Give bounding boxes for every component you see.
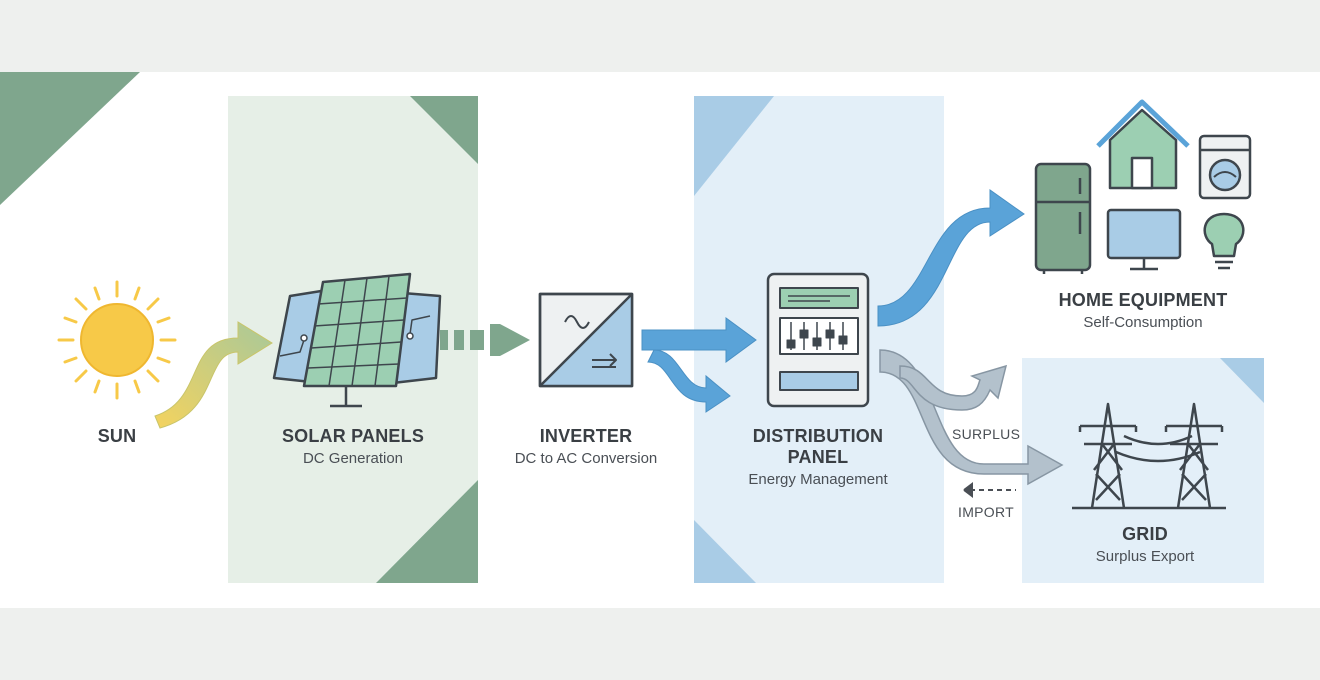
power-tower-icon — [1072, 402, 1226, 510]
grid-subtitle: Surplus Export — [1095, 548, 1195, 565]
surplus-label: SURPLUS — [952, 426, 1021, 442]
solar-panels-title: SOLAR PANELS — [281, 426, 425, 446]
solar-panel-icon — [272, 272, 442, 408]
inverter-title: INVERTER — [539, 426, 633, 446]
inverter-to-distribution-arrow — [641, 317, 757, 413]
panels-to-inverter-arrow — [440, 324, 530, 356]
distribution-title: DISTRIBUTION PANEL — [752, 426, 884, 467]
distribution-panel-icon — [766, 272, 870, 408]
import-label: IMPORT — [958, 504, 1014, 520]
refrigerator-icon — [1034, 162, 1092, 274]
import-arrow — [963, 482, 1016, 498]
home-subtitle: Self-Consumption — [1083, 314, 1203, 331]
distribution-subtitle: Energy Management — [748, 471, 888, 488]
sun-to-panels-arrow — [154, 321, 273, 429]
monitor-icon — [1106, 208, 1182, 271]
washing-machine-icon — [1198, 134, 1252, 200]
corner-accent — [0, 72, 140, 205]
grid-section — [1022, 358, 1264, 583]
distribution-to-grid-arrow — [879, 349, 1064, 486]
home-title: HOME EQUIPMENT — [1058, 290, 1228, 310]
sun-title: SUN — [97, 426, 137, 446]
solar-panels-subtitle: DC Generation — [302, 450, 404, 467]
grid-title: GRID — [1122, 524, 1168, 544]
light-bulb-icon — [1203, 212, 1245, 270]
distribution-to-home-arrow — [877, 189, 1025, 327]
inverter-icon — [538, 292, 634, 388]
inverter-subtitle: DC to AC Conversion — [514, 450, 658, 467]
house-icon — [1096, 99, 1190, 190]
sun-icon — [57, 280, 177, 400]
